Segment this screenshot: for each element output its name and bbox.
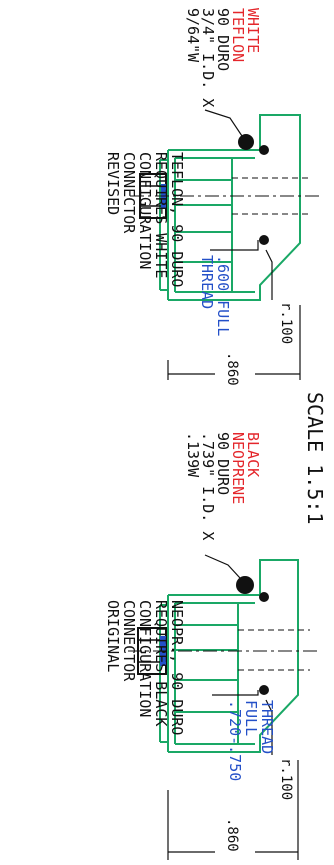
top-length-label: .860 [224, 352, 240, 386]
bottom-oring-small [259, 592, 269, 602]
bottom-radius-leader [265, 699, 273, 755]
bottom-oring-small [259, 685, 269, 695]
scale-label: SCALE 1.5:1 [303, 392, 327, 524]
top-note: REVISED CONNECTOR CONFIGURATION REQUIRES… [104, 152, 186, 287]
top-connector-outline [159, 114, 301, 301]
top-connector-view [130, 109, 320, 380]
top-oring-label: WHITE TEFLON 90 DURO 3/4" I.D. X 9/64"W [184, 8, 262, 116]
top-radius-leader [265, 249, 273, 300]
top-oring-small [259, 145, 269, 155]
bottom-note: ORIGINAL CONNECTOR CONFIGURATION REQUIRE… [104, 600, 186, 735]
top-oring [238, 134, 254, 150]
top-oring-small [259, 235, 269, 245]
bottom-oring [236, 576, 254, 594]
top-thread-leader [210, 240, 259, 251]
bottom-length-label: .860 [224, 818, 240, 852]
bottom-length-dimension [167, 760, 299, 860]
bottom-oring-leader [204, 554, 241, 579]
top-thread-label: .600 FULL THREAD [198, 255, 232, 345]
bottom-connector-view [128, 554, 320, 860]
bottom-oring-label: BLACK NEOPRENE 90 DURO .739" I.D. X .139… [184, 432, 262, 549]
top-oring-leader [204, 109, 243, 137]
bottom-radius-label: r.100 [278, 758, 294, 800]
top-radius-label: r.100 [278, 302, 294, 344]
bottom-thread-leader [212, 690, 259, 696]
bottom-thread-label: .720-.750 FULL THREAD [226, 700, 276, 790]
top-length-dimension [167, 305, 301, 380]
